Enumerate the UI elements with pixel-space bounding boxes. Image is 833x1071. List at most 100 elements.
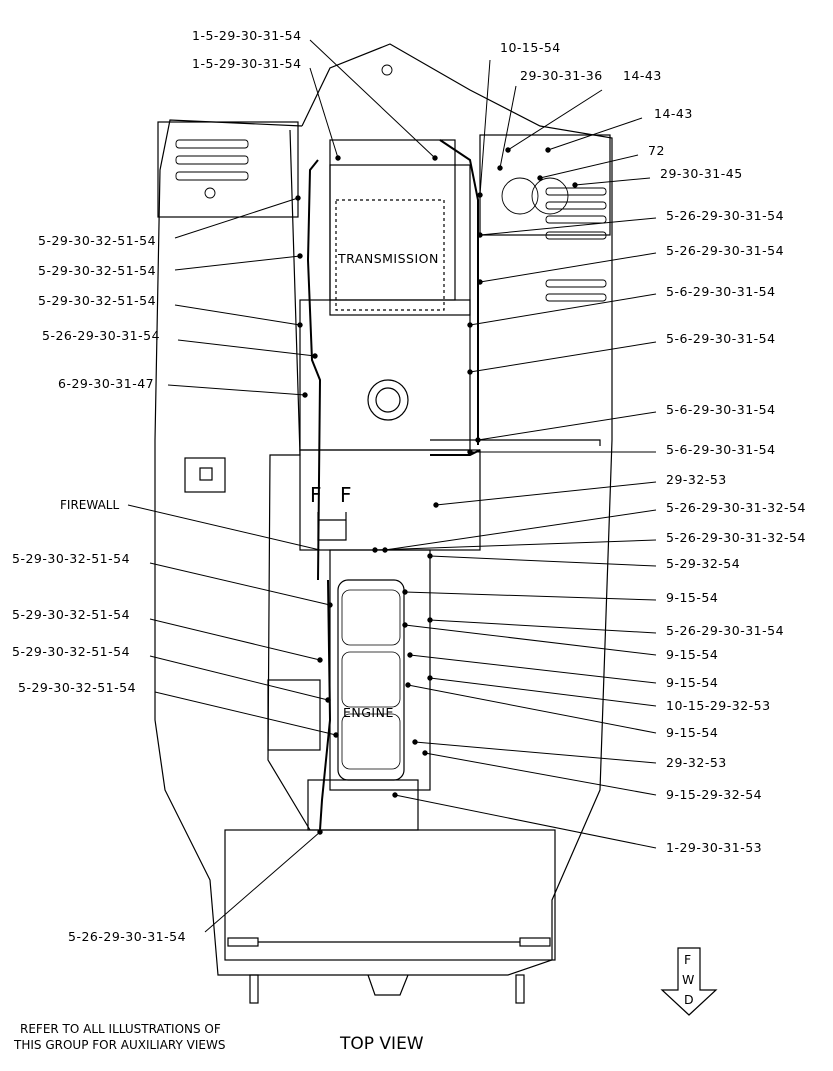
connector-dot: [432, 155, 438, 161]
firewall-label: FIREWALL: [60, 498, 119, 512]
callout-label: 5-29-30-32-51-54: [18, 680, 136, 695]
connector-dot: [392, 792, 398, 798]
callout-label: 9-15-54: [666, 590, 718, 605]
callout-label: 5-26-29-30-31-54: [666, 208, 784, 223]
connector-dot: [317, 829, 323, 835]
callout-label: 5-26-29-30-31-54: [666, 243, 784, 258]
callout-label: 6-29-30-31-47: [58, 376, 154, 391]
connector-dot: [333, 732, 339, 738]
callout-label: 14-43: [654, 106, 693, 121]
callout-label: 5-26-29-30-31-54: [68, 929, 186, 944]
connector-dot: [467, 369, 473, 375]
callout-label: 14-43: [623, 68, 662, 83]
callout-leader: [167, 384, 306, 396]
callout-leader: [435, 481, 657, 506]
callout-label: 5-26-29-30-31-54: [42, 328, 160, 343]
connector-dot: [477, 279, 483, 285]
callout-label: 5-29-30-32-51-54: [12, 644, 130, 659]
connector-dot: [317, 657, 323, 663]
fwd-letter-d: D: [684, 992, 694, 1007]
callout-label: 9-15-29-32-54: [666, 787, 762, 802]
connector-dot: [297, 253, 303, 259]
note-line-1: REFER TO ALL ILLUSTRATIONS OF: [20, 1022, 221, 1036]
callout-leader: [384, 509, 657, 551]
callout-leader: [309, 67, 339, 159]
connector-dot: [475, 437, 481, 443]
callout-leader: [479, 252, 657, 283]
callout-label: 9-15-54: [666, 725, 718, 740]
callout-leader: [177, 339, 316, 357]
callout-label: 1-5-29-30-31-54: [192, 28, 302, 43]
callout-label: 5-29-30-32-51-54: [38, 293, 156, 308]
callout-label: 5-29-30-32-51-54: [38, 233, 156, 248]
connector-dot: [427, 553, 433, 559]
callout-label: 5-29-30-32-51-54: [12, 551, 130, 566]
callout-leader: [149, 618, 321, 661]
connector-dot: [402, 589, 408, 595]
callout-leader: [174, 197, 299, 239]
connector-dot: [335, 155, 341, 161]
callout-label: 5-29-30-32-51-54: [12, 607, 130, 622]
callout-leader: [507, 89, 603, 151]
callout-leader: [479, 59, 491, 196]
callout-leader: [204, 831, 321, 933]
callout-leader: [404, 624, 657, 656]
callout-label: 5-29-32-54: [666, 556, 740, 571]
callout-leader: [154, 691, 337, 736]
connector-dot: [477, 232, 483, 238]
flag-f-right: F: [340, 483, 352, 507]
connector-dot: [372, 547, 378, 553]
connector-dot: [572, 182, 578, 188]
callout-label: 5-26-29-30-31-32-54: [666, 530, 806, 545]
callout-leader: [174, 255, 301, 271]
connector-dot: [467, 449, 473, 455]
callout-label: 29-32-53: [666, 755, 727, 770]
callout-labels: 1-5-29-30-31-54 1-5-29-30-31-54 10-15-54 29…: [12, 28, 806, 944]
engine-label: ENGINE: [343, 705, 394, 720]
callout-leader: [547, 117, 643, 151]
callout-label: 5-26-29-30-31-54: [666, 623, 784, 638]
callout-leader: [429, 619, 657, 634]
callout-leader: [477, 411, 657, 441]
connector-dot: [422, 750, 428, 756]
connector-dot: [297, 322, 303, 328]
callout-label: 9-15-54: [666, 675, 718, 690]
fwd-letter-w: W: [682, 972, 695, 987]
callout-leader: [374, 539, 657, 551]
firewall-leader: [127, 504, 321, 551]
callout-leader: [174, 304, 301, 326]
callout-leader: [414, 741, 657, 764]
callout-leader: [429, 677, 657, 707]
flag-f-left: F: [310, 483, 322, 507]
callout-leader: [404, 591, 657, 601]
connector-dot: [412, 739, 418, 745]
connector-dot: [302, 392, 308, 398]
connector-dot: [402, 622, 408, 628]
callout-leader: [407, 684, 657, 734]
connector-dot: [497, 165, 503, 171]
callout-leader: [149, 655, 329, 701]
callout-leader: [499, 85, 517, 169]
connector-dot: [505, 147, 511, 153]
callout-label: 29-32-53: [666, 472, 727, 487]
callout-label: 5-29-30-32-51-54: [38, 263, 156, 278]
callout-leader: [394, 794, 657, 849]
callout-leader: [429, 555, 657, 567]
callout-label: 10-15-54: [500, 40, 561, 55]
callout-leader: [574, 177, 651, 186]
callout-label: 5-6-29-30-31-54: [666, 402, 776, 417]
view-title: TOP VIEW: [339, 1034, 424, 1054]
callout-label: 5-6-29-30-31-54: [666, 331, 776, 346]
callout-label: 1-5-29-30-31-54: [192, 56, 302, 71]
connector-dot: [477, 192, 483, 198]
callout-label: 10-15-29-32-53: [666, 698, 771, 713]
transmission-label: TRANSMISSION: [337, 251, 439, 266]
connector-dot: [537, 175, 543, 181]
note-line-2: THIS GROUP FOR AUXILIARY VIEWS: [13, 1038, 225, 1052]
callout-label: 29-30-31-36: [520, 68, 603, 83]
fwd-arrow: F W D: [660, 947, 718, 1016]
connector-dot: [427, 675, 433, 681]
callout-leader: [479, 217, 657, 236]
fwd-letter-f: F: [684, 952, 692, 967]
